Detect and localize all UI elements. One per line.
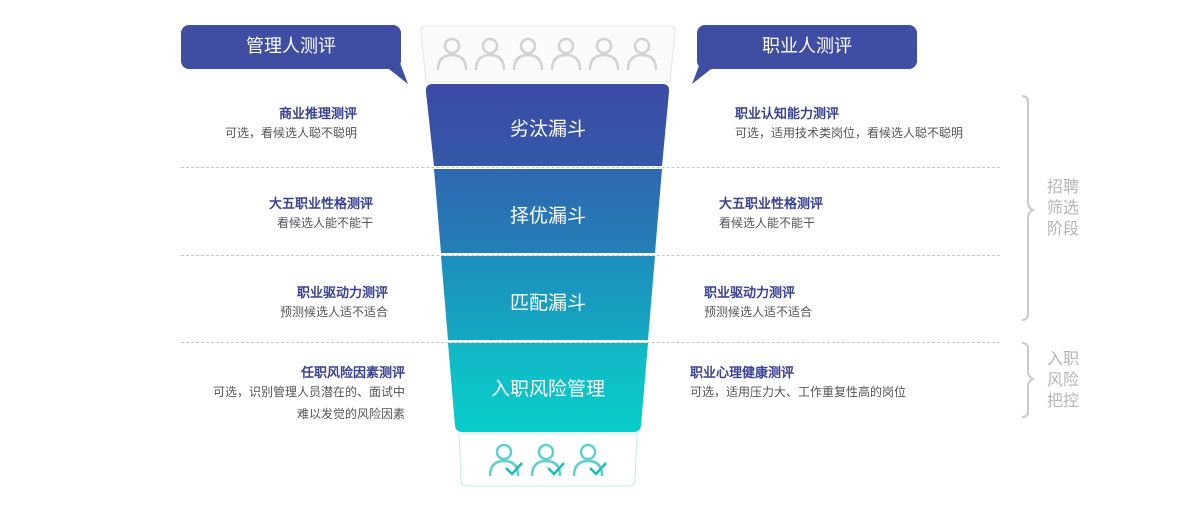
left-item-2-title: 大五职业性格测评	[268, 197, 373, 212]
phase-onboard-line3: 把控	[1046, 391, 1079, 410]
left-item-4-desc-line2: 难以发觉的风险因素	[296, 407, 405, 421]
bottom-icons-group	[488, 443, 607, 477]
right-item-2-title: 大五职业性格测评	[719, 197, 824, 212]
right-item-3-desc: 预测候选人适不适合	[704, 305, 813, 319]
person-outline-icon	[588, 37, 620, 71]
left-item-4-desc-line1: 可选，识别管理人员潜在的、面试中	[212, 385, 405, 399]
row-divider-2	[181, 255, 1000, 256]
stage-label-4: 入职风险管理	[490, 378, 605, 400]
left-item-4-title: 任职风险因素测评	[300, 366, 405, 381]
person-outline-icon	[512, 37, 544, 71]
right-header-tag: 职业人测评	[697, 25, 917, 69]
person-outline-icon	[550, 37, 582, 71]
right-item-3-title: 职业驱动力测评	[704, 286, 796, 301]
phase-onboard-line2: 风险	[1046, 370, 1079, 389]
top-people-box	[420, 25, 676, 83]
funnel-stage-4	[448, 343, 648, 432]
funnel-stage-2	[434, 169, 662, 253]
phase-bracket-recruit	[1021, 95, 1036, 321]
phase-recruit-line2: 筛选	[1046, 198, 1079, 217]
stage-label-1: 劣汰漏斗	[509, 118, 586, 140]
left-item-3-title: 职业驱动力测评	[296, 286, 388, 301]
left-item-1-desc: 可选，看候选人聪不聪明	[224, 126, 357, 140]
phase-recruit-line3: 阶段	[1046, 219, 1079, 238]
person-check-icon	[572, 443, 607, 477]
person-check-icon	[530, 443, 565, 477]
left-header-tag: 管理人测评	[181, 25, 401, 69]
right-item-4-title: 职业心理健康测评	[690, 366, 795, 381]
right-item-4-desc: 可选，适用压力大、工作重复性高的岗位	[690, 385, 907, 399]
right-item-2-desc: 看候选人能不能干	[719, 216, 816, 230]
stage-label-3: 匹配漏斗	[509, 292, 586, 314]
phase-label-onboard: 入职 风险 把控	[1043, 348, 1083, 411]
phase-recruit-line1: 招聘	[1046, 177, 1079, 196]
funnel-stage-3	[441, 256, 655, 340]
row-divider-1	[181, 167, 1000, 168]
funnel-stage-1	[425, 84, 670, 166]
phase-onboard-line1: 入职	[1046, 349, 1079, 368]
right-item-1-title: 职业认知能力测评	[735, 107, 840, 122]
person-outline-icon	[626, 37, 658, 71]
left-item-1-title: 商业推理测评	[278, 107, 357, 122]
left-item-2-desc: 看候选人能不能干	[276, 216, 373, 230]
person-outline-icon	[474, 37, 506, 71]
person-outline-icon	[436, 37, 468, 71]
right-item-1-desc: 可选，适用技术类岗位，看候选人聪不聪明	[735, 126, 964, 140]
phase-bracket-onboard	[1021, 342, 1036, 418]
left-item-3-desc: 预测候选人适不适合	[279, 305, 388, 319]
person-check-icon	[488, 443, 523, 477]
top-icons-group	[436, 37, 658, 71]
phase-label-recruit: 招聘 筛选 阶段	[1043, 176, 1083, 239]
row-divider-3	[181, 342, 1000, 343]
stage-label-2: 择优漏斗	[509, 205, 586, 227]
